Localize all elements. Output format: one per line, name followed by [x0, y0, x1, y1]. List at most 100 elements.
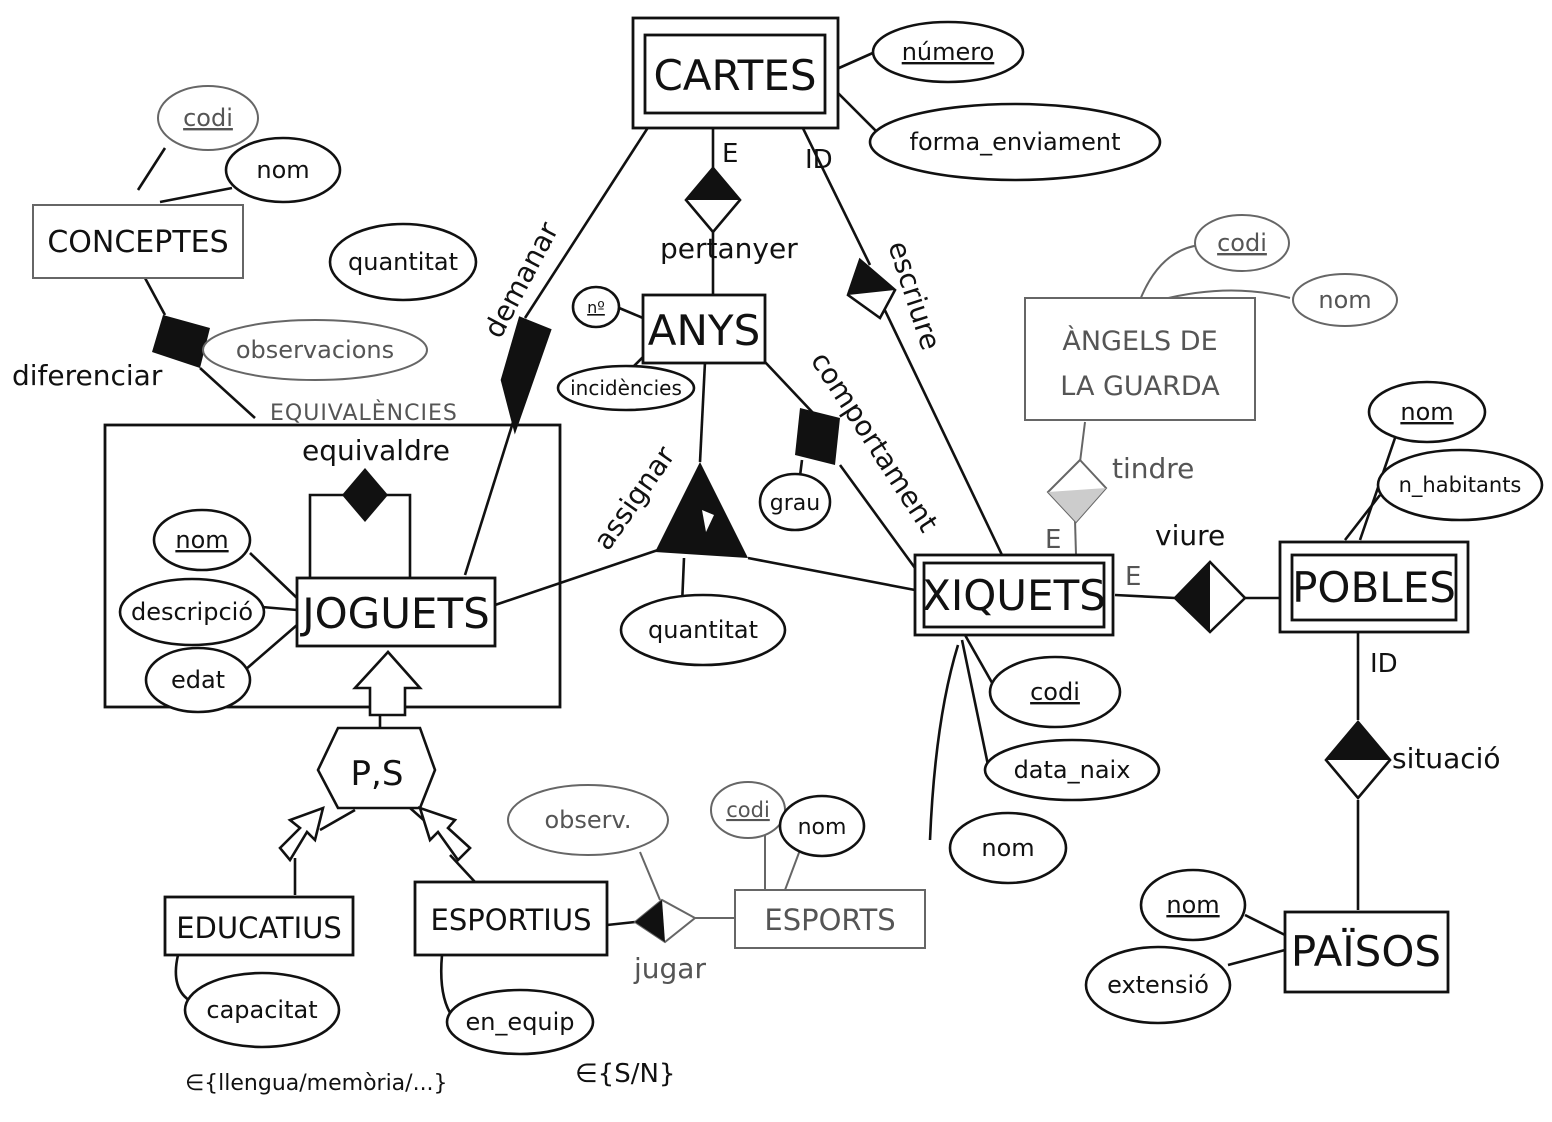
svg-text:nom: nom: [175, 526, 228, 554]
rel-equivaldre-label: equivaldre: [302, 434, 450, 467]
isa-arrow-up-icon: [352, 650, 423, 717]
equivalencies-aggregation: [103, 423, 562, 709]
svg-text:nº: nº: [587, 298, 605, 317]
svg-text:quantitat: quantitat: [348, 248, 458, 276]
svg-text:data_naix: data_naix: [1014, 756, 1131, 784]
rel-situacio-label: situació: [1392, 742, 1501, 775]
svg-text:descripció: descripció: [131, 598, 253, 626]
attr-observacions: observacions: [202, 319, 428, 381]
attr-xiquets-nom: nom: [948, 811, 1068, 885]
rel-diferenciar-label: diferenciar: [12, 359, 163, 392]
attr-conceptes-nom: nom: [224, 136, 342, 204]
entity-conceptes[interactable]: CONCEPTES: [32, 204, 244, 279]
rel-jugar[interactable]: [633, 898, 697, 944]
svg-text:número: número: [902, 38, 995, 66]
svg-text:forma_enviament: forma_enviament: [910, 128, 1121, 156]
attr-extensio: extensió: [1084, 945, 1232, 1025]
svg-text:quantitat: quantitat: [648, 616, 758, 644]
rel-escriure[interactable]: [846, 257, 897, 320]
svg-text:codi: codi: [1030, 678, 1080, 706]
marker-cartes-xiquets: ID: [805, 145, 833, 175]
svg-text:codi: codi: [183, 104, 233, 132]
entity-angels-line2: LA GUARDA: [1060, 371, 1220, 402]
entity-paisos-label: PAÏSOS: [1291, 926, 1441, 976]
rel-viure-label: viure: [1155, 519, 1225, 552]
svg-text:codi: codi: [1217, 229, 1267, 257]
entity-educatius-label: EDUCATIUS: [176, 911, 342, 945]
rel-tindre[interactable]: [1046, 458, 1108, 524]
entity-esports-label: ESPORTS: [764, 903, 895, 937]
entity-esportius[interactable]: ESPORTIUS: [413, 880, 609, 957]
attr-incidencies: incidències: [556, 364, 696, 412]
rel-tindre-label: tindre: [1112, 452, 1194, 485]
attr-descripcio: descripció: [118, 577, 266, 647]
entity-conceptes-label: CONCEPTES: [47, 225, 228, 260]
attr-data-naix: data_naix: [983, 738, 1161, 802]
entity-pobles-label: POBLES: [1292, 563, 1456, 612]
svg-text:nom: nom: [1166, 891, 1219, 919]
svg-text:grau: grau: [770, 491, 820, 516]
svg-text:n_habitants: n_habitants: [1399, 473, 1522, 498]
rel-equivaldre[interactable]: [342, 468, 388, 522]
entity-xiquets[interactable]: XIQUETS: [913, 553, 1115, 637]
rel-situacio[interactable]: [1324, 719, 1392, 801]
entity-esports[interactable]: ESPORTS: [734, 889, 926, 949]
svg-text:observ.: observ.: [544, 806, 631, 834]
entity-esportius-label: ESPORTIUS: [431, 903, 592, 937]
svg-text:nom: nom: [1400, 398, 1453, 426]
attr-angels-codi: codi: [1194, 214, 1290, 272]
rel-assignar[interactable]: [655, 462, 748, 558]
entity-joguets-label: JOGUETS: [299, 589, 490, 638]
entity-pobles[interactable]: POBLES: [1278, 540, 1470, 634]
marker-cartes-anys: E: [722, 139, 738, 169]
rel-jugar-label: jugar: [633, 952, 706, 985]
svg-text:extensió: extensió: [1107, 971, 1209, 999]
equivalencies-label: EQUIVALÈNCIES: [270, 400, 458, 426]
rel-viure[interactable]: [1173, 560, 1247, 634]
rel-diferenciar[interactable]: [152, 315, 210, 368]
attr-pobles-nom: nom: [1367, 380, 1487, 444]
svg-text:nom: nom: [256, 156, 309, 184]
attr-forma-enviament: forma_enviament: [868, 102, 1162, 182]
attr-anys-no: nº: [571, 285, 621, 329]
svg-text:observacions: observacions: [236, 336, 394, 364]
attr-paisos-nom: nom: [1139, 868, 1247, 942]
attr-demanar-quantitat: quantitat: [328, 222, 478, 302]
attr-esports-codi: codi: [710, 781, 786, 839]
rel-demanar[interactable]: [500, 316, 552, 435]
attr-observ: observ.: [507, 784, 669, 856]
entity-joguets[interactable]: JOGUETS: [295, 576, 497, 648]
entity-cartes-label: CARTES: [653, 51, 816, 100]
marker-viure-e: E: [1125, 562, 1141, 592]
entity-educatius[interactable]: EDUCATIUS: [163, 895, 355, 957]
attr-grau: grau: [758, 472, 832, 532]
entity-anys[interactable]: ANYS: [641, 293, 767, 365]
attr-assignar-quantitat: quantitat: [619, 593, 787, 667]
svg-text:edat: edat: [171, 666, 225, 694]
attr-edat: edat: [144, 646, 252, 714]
attr-angels-nom: nom: [1292, 273, 1398, 327]
svg-text:codi: codi: [726, 798, 770, 822]
entity-xiquets-label: XIQUETS: [922, 571, 1106, 620]
domain-en-equip: ∈{S/N}: [575, 1059, 675, 1089]
svg-text:en_equip: en_equip: [465, 1008, 574, 1036]
isa-label: P,S: [351, 754, 404, 794]
attr-xiquets-codi: codi: [988, 655, 1122, 729]
rel-pertanyer[interactable]: [684, 165, 742, 235]
attr-n-habitants: n_habitants: [1376, 448, 1544, 522]
isa-arrow-right-icon: [417, 805, 472, 863]
domain-capacitat: ∈{llengua/memòria/...}: [185, 1071, 448, 1096]
attr-capacitat: capacitat: [183, 971, 341, 1049]
entity-cartes[interactable]: CARTES: [631, 16, 840, 130]
attr-en-equip: en_equip: [445, 988, 595, 1056]
entity-paisos[interactable]: PAÏSOS: [1283, 910, 1450, 994]
attr-numero: número: [871, 20, 1025, 84]
attr-joguets-nom: nom: [152, 508, 252, 572]
rel-comportament[interactable]: [795, 408, 840, 465]
entity-angels-de-la-guarda[interactable]: ÀNGELS DE LA GUARDA: [1024, 297, 1256, 421]
isa-hexagon[interactable]: P,S: [316, 726, 437, 810]
svg-text:incidències: incidències: [570, 376, 682, 400]
svg-text:nom: nom: [981, 834, 1034, 862]
rel-pertanyer-label: pertanyer: [660, 232, 798, 265]
